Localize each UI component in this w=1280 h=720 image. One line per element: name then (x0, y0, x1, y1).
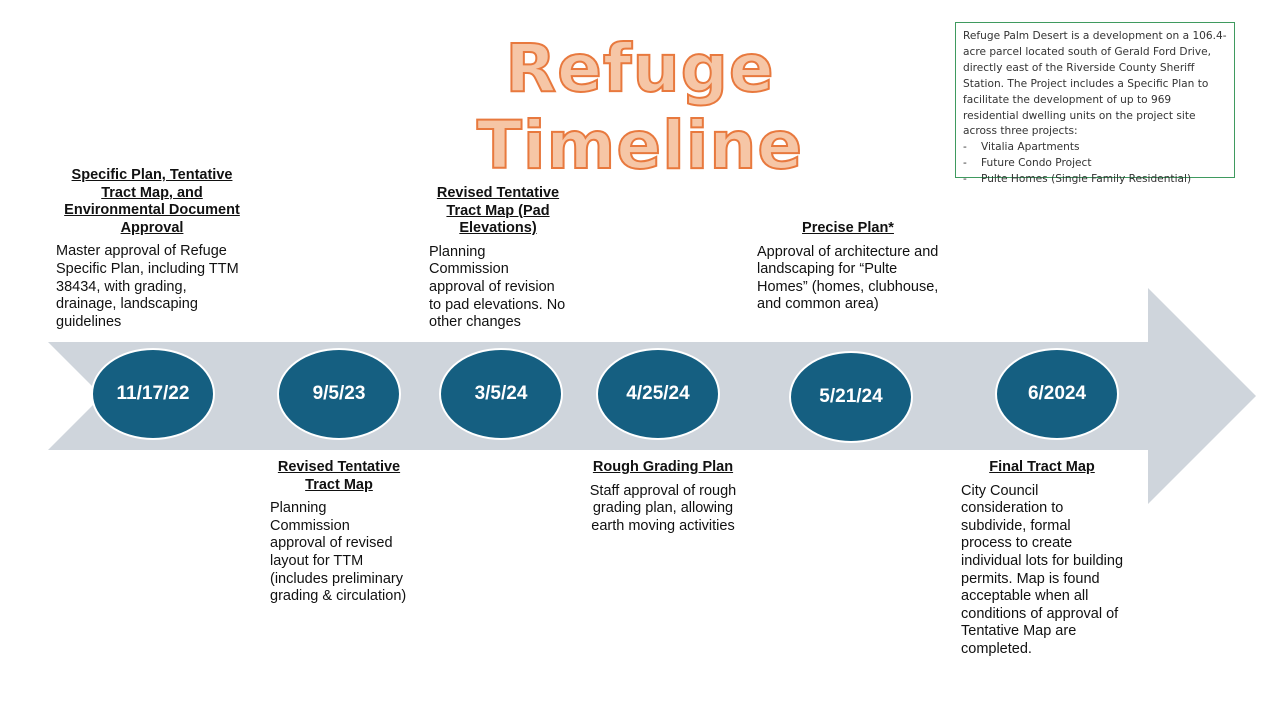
project-list-item: Pulte Homes (Single Family Residential) (963, 172, 1227, 188)
page-title: Refuge Timeline (476, 29, 804, 185)
project-list-item: Future Condo Project (963, 156, 1227, 172)
milestone-label: Precise Plan* Approval of architecture a… (757, 220, 939, 314)
milestone-description: Master approval of Refuge Specific Plan,… (56, 243, 239, 330)
milestone-description: Approval of architecture and landscaping… (757, 243, 939, 313)
milestone-date-node: 4/25/24 (596, 348, 720, 440)
milestone-heading: Precise Plan* (802, 220, 894, 236)
milestone-label: Revised Tentative Tract Map (Pad Elevati… (429, 185, 567, 332)
project-description: Refuge Palm Desert is a development on a… (963, 30, 1227, 138)
milestone-description: City Council consideration to subdivide,… (961, 482, 1124, 657)
milestone-heading: Revised Tentative Tract Map (Pad Elevati… (436, 185, 560, 237)
project-info-box: Refuge Palm Desert is a development on a… (955, 22, 1235, 185)
project-list-item: Vitalia Apartments (963, 140, 1227, 156)
milestone-label: Rough Grading Plan Staff approval of rou… (588, 459, 738, 535)
milestone-heading: Final Tract Map (989, 459, 1095, 475)
milestone-label: Revised Tentative Tract Map Planning Com… (270, 459, 408, 606)
milestone-date-node: 5/21/24 (789, 351, 913, 443)
milestone-heading: Revised Tentative Tract Map (277, 459, 401, 493)
milestone-heading: Rough Grading Plan (592, 459, 734, 475)
milestone-description: Staff approval of rough grading plan, al… (589, 482, 737, 534)
milestone-date-node: 11/17/22 (91, 348, 215, 440)
milestone-label: Final Tract Map City Council considerati… (961, 459, 1123, 659)
milestone-date-node: 6/2024 (995, 348, 1119, 440)
milestone-date-node: 3/5/24 (439, 348, 563, 440)
project-list: Vitalia Apartments Future Condo Project … (963, 140, 1227, 188)
milestone-date-node: 9/5/23 (277, 348, 401, 440)
milestone-label: Specific Plan, Tentative Tract Map, and … (56, 167, 248, 331)
milestone-heading: Specific Plan, Tentative Tract Map, and … (64, 167, 240, 236)
milestone-description: Planning Commission approval of revision… (429, 243, 566, 331)
milestone-description: Planning Commission approval of revised … (270, 500, 407, 605)
